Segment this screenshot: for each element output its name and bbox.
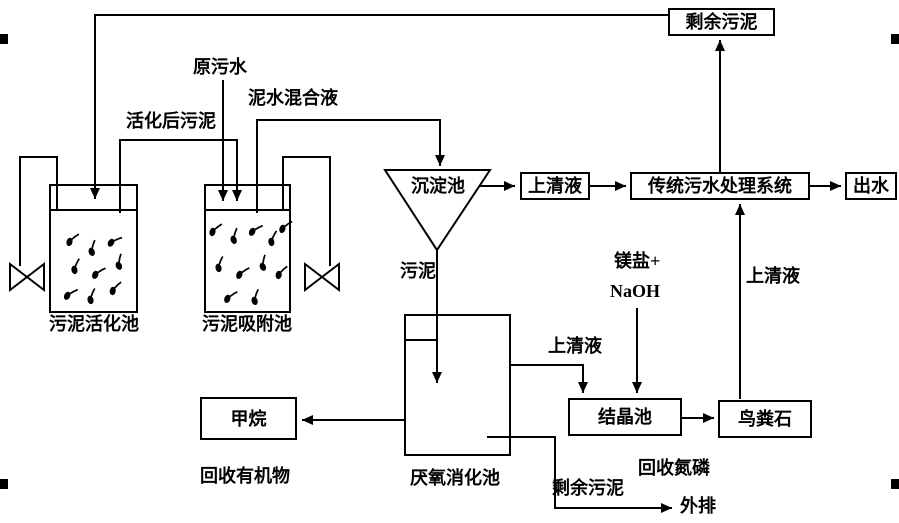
label-adsorption-tank: 污泥吸附池 [202,314,292,334]
box-supernatant: 上清液 [520,172,590,200]
sludge-particles [61,217,293,307]
corner-mark [891,34,899,44]
tank-adsorption-shape [204,184,291,313]
flow-arrow-mud-water [256,119,445,213]
corner-marks [0,34,899,489]
label-activated-sludge: 活化后污泥 [126,111,216,131]
box-traditional-treatment-system: 传统污水处理系统 [630,172,810,200]
label-sedimentation-tank: 沉淀池 [411,176,465,196]
tank-activation-shape [49,184,138,313]
label-supernatant-return: 上清液 [746,266,800,286]
label-mud-water-mixture: 泥水混合液 [248,88,338,108]
aerator-left-icon [9,261,45,293]
label-activation-tank: 污泥活化池 [49,314,139,334]
tank-digestion-shape [404,314,511,456]
label-discharge: 外排 [680,496,716,516]
flow-lines [19,14,841,513]
label-recover-organics: 回收有机物 [200,466,290,486]
flow-arrow-activated-sludge [119,139,242,213]
label-digestion-tank: 厌氧消化池 [410,468,500,488]
flow-arrow-discharge [487,436,672,513]
label-raw-sewage: 原污水 [193,57,247,77]
corner-mark [891,479,899,489]
aerator-right-pipe [282,156,331,266]
box-methane: 甲烷 [200,397,297,440]
label-sludge: 污泥 [400,261,436,281]
box-crystallization-tank: 结晶池 [568,398,682,436]
aerator-left-pipe [19,156,58,266]
box-struvite: 鸟粪石 [718,400,812,438]
corner-mark [0,34,8,44]
label-surplus-sludge-bottom: 剩余污泥 [552,478,624,498]
flow-arrow-surplus-return [90,14,668,199]
label-supernatant-digester: 上清液 [548,336,602,356]
vessels [9,169,511,456]
label-recover-nitrogen-phosphorus: 回收氮磷 [638,458,710,478]
label-naoh: NaOH [610,281,661,301]
box-surplus-sludge: 剩余污泥 [668,8,775,36]
label-magnesium-salt: 镁盐+ [614,251,661,271]
box-effluent: 出水 [845,172,897,200]
corner-mark [0,479,8,489]
aerator-right-icon [304,261,340,293]
funnel-sedimentation-shape [383,169,492,252]
flow-arrow-supernatant-digester [510,364,588,393]
